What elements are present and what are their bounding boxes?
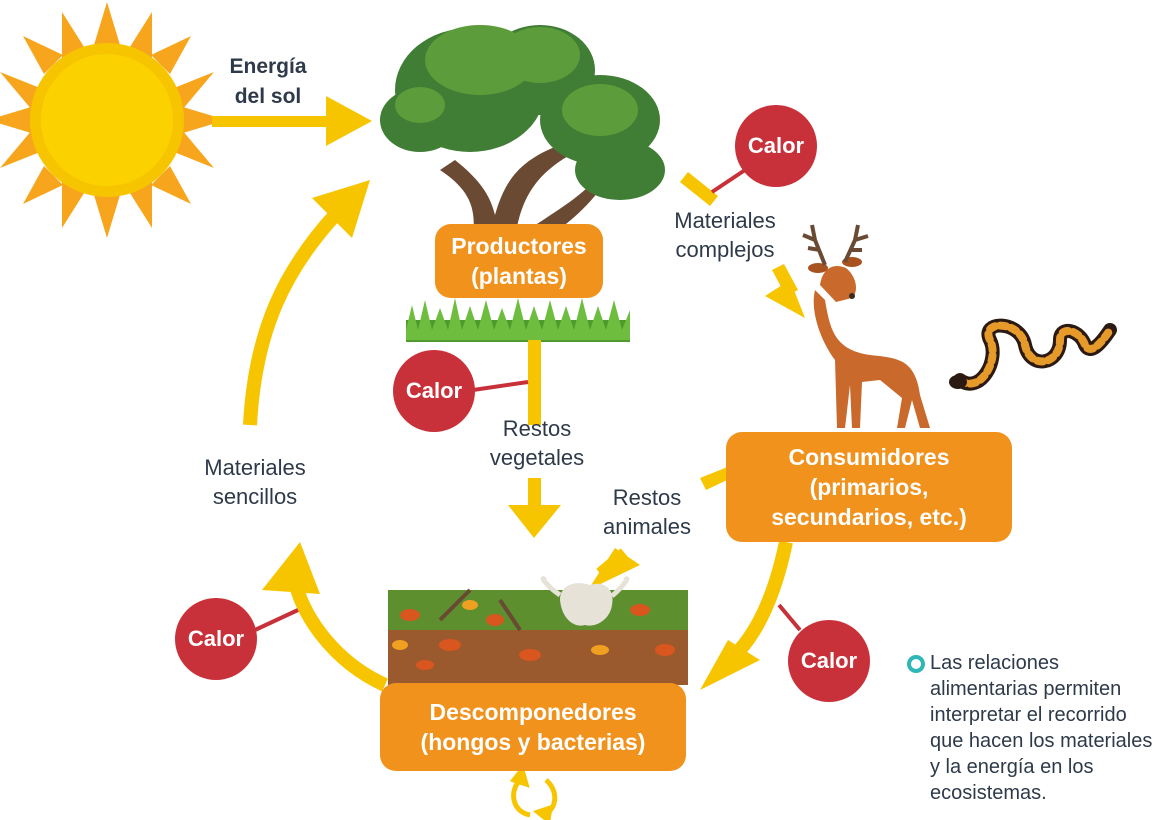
restos-animales-line2: animales [602,514,692,539]
materiales-sencillos-line1: Materiales [204,455,306,480]
restos-vegetales-line2: vegetales [489,445,585,470]
descomponedores-title: Descomponedores [429,699,637,725]
consumidores-descomponedores-arrow [700,540,793,690]
sun-icon [0,2,226,238]
grass-icon [406,298,630,342]
productores-box: Productores (plantas) [435,224,603,298]
materiales-sencillos-label: Materiales sencillos [190,453,320,511]
materiales-sencillos-arrow [243,180,388,692]
note-bullet-icon [907,655,925,673]
consumidores-line3: secundarios, etc.) [771,504,967,530]
restos-vegetales-line1: Restos [502,416,572,441]
energy-label-line1: Energía [229,55,307,78]
restos-animales-label: Restos animales [582,483,712,541]
restos-vegetales-arrow [508,340,561,538]
energy-label: Energía del sol [228,52,308,112]
tree-icon [380,25,665,250]
energy-arrow [212,96,372,146]
consumidores-box: Consumidores (primarios, secundarios, et… [726,432,1012,542]
materiales-complejos-label: Materiales complejos [660,206,790,264]
materiales-complejos-arrow [680,172,805,318]
heat-connectors [254,168,802,632]
restos-animales-line1: Restos [612,485,682,510]
energy-label-line2: del sol [234,85,302,108]
consumidores-title: Consumidores [788,444,950,470]
heat-badge-consumidores: Calor [788,620,870,702]
cycle-icon [509,764,558,820]
descomponedores-subtitle: (hongos y bacterias) [420,729,646,755]
materiales-complejos-line2: complejos [675,237,775,262]
deer-icon [802,224,930,428]
leaf-litter-icon [388,576,688,685]
descomponedores-box: Descomponedores (hongos y bacterias) [380,683,686,771]
materiales-complejos-line1: Materiales [674,208,776,233]
restos-vegetales-label: Restos vegetales [472,414,602,472]
snake-icon [949,318,1117,391]
heat-badge-productores: Calor [393,350,475,432]
materiales-sencillos-line2: sencillos [212,484,298,509]
consumidores-line2: (primarios, [809,474,929,500]
note-text: Las relaciones alimentarias permiten int… [930,652,1153,804]
heat-badge-descomponedores: Calor [175,598,257,680]
productores-subtitle: (plantas) [471,263,567,289]
heat-badge-top: Calor [735,105,817,187]
productores-title: Productores [451,233,587,259]
